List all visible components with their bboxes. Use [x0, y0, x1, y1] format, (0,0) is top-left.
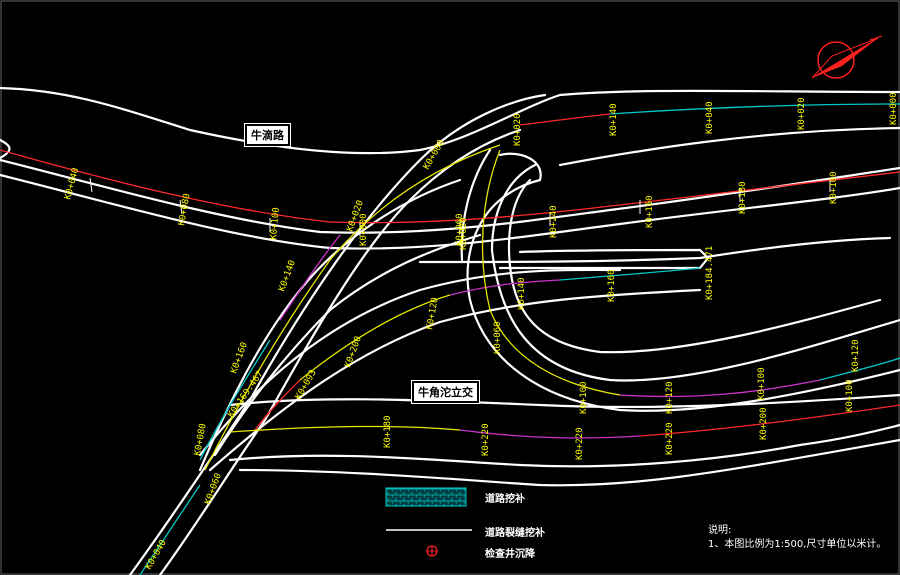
station-label: K0+160	[645, 195, 655, 228]
station-label: K0+000	[359, 213, 369, 246]
station-label: K0+020	[513, 113, 523, 146]
centerline-loop-yellow	[481, 149, 621, 396]
station-label: K0+040	[705, 101, 715, 134]
loop-top-edge-2	[498, 152, 542, 182]
station-label: K0+020	[797, 97, 807, 130]
station-label: K0+020	[459, 217, 469, 250]
station-label: K0+100	[757, 367, 767, 400]
loop-ramp-outer	[466, 178, 900, 412]
centerline-main-red	[0, 149, 900, 224]
station-label: K0+060	[203, 472, 224, 506]
notes-line-1: 1、本图比例为1:500,尺寸单位以米计。	[708, 539, 887, 550]
station-label: K0+080	[193, 423, 208, 457]
station-label: K0+140	[517, 277, 527, 310]
diagonal-ramp-inner	[158, 128, 522, 575]
notes-title: 说明:	[708, 525, 732, 536]
station-label: K0+169.467	[226, 370, 265, 420]
station-label: K0+100	[269, 207, 282, 240]
station-label: K0+220	[481, 423, 491, 456]
station-label: K0+240	[549, 205, 559, 238]
main-road-edge-upper	[0, 86, 900, 155]
drawing-notes: 说明: 1、本图比例为1:500,尺寸单位以米计。	[708, 524, 886, 552]
diagonal-ramp-outer	[128, 93, 547, 575]
centerline-diag-magenta	[279, 234, 341, 321]
station-label: K0+080	[177, 193, 192, 227]
ramp-right-edge-top	[558, 126, 900, 167]
legend-excavation-label: 道路挖补	[485, 494, 525, 505]
centerline-top-red	[519, 113, 611, 126]
centerline-loop-cyan	[819, 357, 900, 381]
north-arrow-icon	[811, 35, 883, 79]
lower-road-lower	[228, 423, 900, 468]
centerline-lower-magenta	[459, 429, 641, 439]
legend-manhole-label: 检查井沉降	[485, 549, 535, 560]
station-label: K0+200	[343, 335, 364, 369]
centerline-lower-yellow	[229, 425, 461, 433]
station-label: K0+120	[425, 297, 440, 331]
station-label: K0+100	[829, 171, 839, 204]
centerline-diag-cyan	[199, 339, 271, 461]
ramp-right-edge-2	[418, 236, 892, 264]
station-label: K0+100	[579, 381, 589, 414]
loop-ramp-inner	[490, 163, 900, 382]
station-label: K0+060	[455, 213, 465, 246]
station-label: K0+000	[889, 92, 899, 125]
station-label: K0+200	[759, 407, 769, 440]
left-branch	[0, 138, 11, 160]
station-label: K0+220	[665, 422, 675, 455]
station-label: K0+093	[294, 368, 319, 401]
centerline-lower-red	[639, 404, 900, 437]
manhole-symbol-icon	[426, 545, 438, 557]
lower-ramp-1	[198, 268, 622, 457]
station-ticks	[89, 177, 831, 236]
loop-top-edge	[460, 148, 492, 262]
loop-ramp-inner-2	[507, 178, 882, 354]
station-label: K0+184.471	[705, 246, 715, 300]
centerline-top-cyan	[609, 103, 900, 115]
main-road-edge-lower	[0, 158, 900, 234]
centerline-diag-yellow	[204, 144, 501, 471]
legend-hatch-swatch	[385, 487, 467, 507]
centerline-ramp-cyan	[559, 267, 701, 281]
station-label: K0+220	[575, 427, 585, 460]
station-label: K0+120	[851, 339, 861, 372]
lower-ramp-2	[208, 288, 702, 472]
station-label: K0+120	[665, 381, 675, 414]
centerline-ramp-magenta	[449, 279, 561, 296]
lower-road-lower-2	[238, 438, 900, 487]
station-label: K0+060	[493, 321, 503, 354]
lower-road-upper	[228, 393, 900, 409]
station-label: K0+160	[607, 269, 617, 302]
centerline-bottom-cyan	[139, 484, 201, 575]
main-road-edge-lower-2	[0, 173, 900, 250]
centerline-loop-magenta	[619, 379, 821, 398]
centerline-ramp-red	[254, 379, 301, 431]
stub-ramp	[498, 248, 710, 270]
station-label: K0+140	[277, 259, 298, 293]
legend-crack-label: 道路裂缝挖补	[485, 528, 545, 539]
main-road-name-label: 牛滴路	[244, 123, 291, 147]
diagonal-ramp-4	[213, 233, 482, 457]
interchange-name-label: 牛角沱立交	[411, 380, 480, 404]
station-label: K0+100	[845, 379, 855, 412]
centerline-ramp-yellow	[299, 294, 451, 381]
station-label: K0+180	[383, 415, 393, 448]
station-label: K0+140	[609, 103, 619, 136]
station-label: K0+180	[738, 181, 748, 214]
